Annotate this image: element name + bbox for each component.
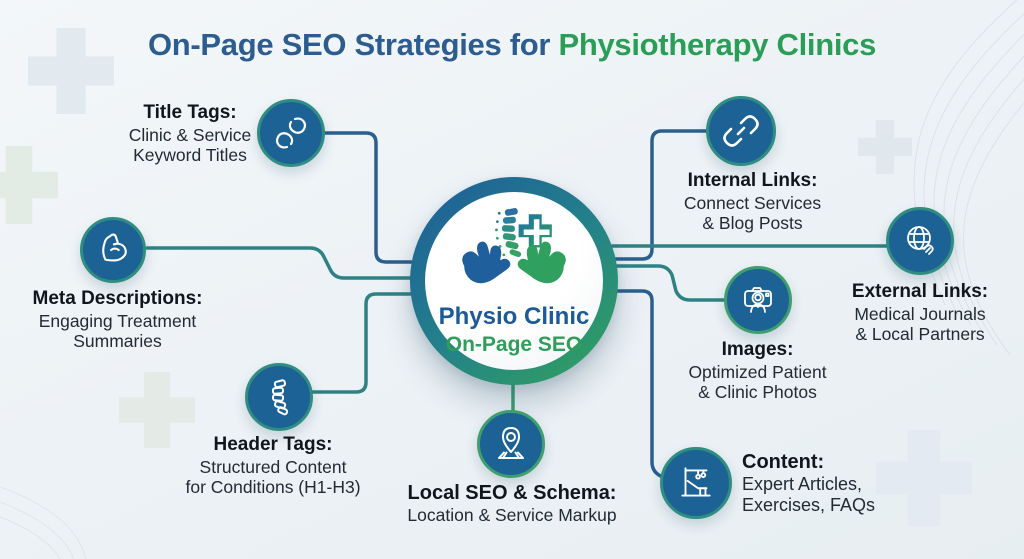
node-external-links: External Links: Medical Journals & Local… xyxy=(813,281,1024,345)
images-circle xyxy=(724,266,792,334)
node-meta-descriptions: Meta Descriptions: Engaging Treatment Su… xyxy=(10,288,225,352)
node-line: & Clinic Photos xyxy=(698,382,817,403)
right-hand xyxy=(517,241,566,284)
node-images: Images: Optimized Patient & Clinic Photo… xyxy=(645,339,870,403)
node-heading: Internal Links: xyxy=(687,170,818,191)
hub-subtitle: On-Page SEO xyxy=(445,332,583,356)
node-line: & Blog Posts xyxy=(702,213,803,234)
node-internal-links: Internal Links: Connect Services & Blog … xyxy=(640,170,865,234)
node-line: Clinic & Service xyxy=(128,124,252,145)
muscle-arm-icon xyxy=(102,233,127,262)
map-pin-icon xyxy=(498,427,524,459)
title-part-green: Physiotherapy Clinics xyxy=(558,27,877,62)
node-heading: Local SEO & Schema: xyxy=(407,482,617,504)
spine-icon xyxy=(271,379,289,416)
node-heading: Content: xyxy=(742,451,825,473)
connector-content xyxy=(615,289,667,480)
node-line: Exercises, FAQs xyxy=(742,495,876,516)
node-line: Medical Journals xyxy=(854,303,986,324)
node-line: Expert Articles, xyxy=(742,474,863,494)
node-line: & Local Partners xyxy=(855,324,985,345)
camera-patient-icon xyxy=(744,287,772,313)
connector-header-tags xyxy=(310,292,413,394)
connector-internal-links xyxy=(614,129,709,261)
content-circle xyxy=(660,447,732,519)
local-seo-circle xyxy=(477,410,545,478)
node-line: Keyword Titles xyxy=(133,145,247,166)
header-tags-circle xyxy=(245,363,313,431)
external-links-circle xyxy=(886,207,954,275)
title-part-blue: On-Page SEO Strategies for xyxy=(147,27,559,62)
node-line: Optimized Patient xyxy=(688,361,827,382)
connector-meta-descriptions xyxy=(145,246,412,280)
node-heading: Header Tags: xyxy=(213,434,333,455)
central-hub-inner: Physio Clinic On-Page SEO xyxy=(425,192,603,370)
page-title: On-Page SEO Strategies for Physiotherapy… xyxy=(0,27,1024,62)
node-line: Connect Services xyxy=(683,192,822,213)
node-heading: External Links: xyxy=(851,281,989,302)
connector-images xyxy=(615,264,726,302)
hub-title: Physio Clinic xyxy=(438,303,590,330)
physio-table-icon xyxy=(681,467,711,497)
node-title-tags: Title Tags: Clinic & Service Keyword Tit… xyxy=(85,102,295,166)
node-line: Location & Service Markup xyxy=(407,505,617,525)
left-hand xyxy=(462,241,511,284)
node-header-tags: Header Tags: Structured Content for Cond… xyxy=(148,434,398,498)
node-local-seo: Local SEO & Schema: Location & Service M… xyxy=(386,481,638,525)
node-line: Engaging Treatment xyxy=(38,310,197,331)
central-hub: Physio Clinic On-Page SEO xyxy=(410,177,618,385)
node-line: Structured Content xyxy=(199,456,347,477)
node-line: Summaries xyxy=(73,331,162,352)
globe-link-icon xyxy=(907,226,934,255)
spine-graphic xyxy=(495,208,522,258)
meta-descriptions-circle xyxy=(80,217,146,283)
connector-title-tags xyxy=(323,131,414,264)
node-heading: Images: xyxy=(721,339,794,360)
node-line: for Conditions (H1-H3) xyxy=(185,477,361,498)
chain-link-icon xyxy=(723,115,759,147)
hands-spine-cross-icon xyxy=(462,208,566,284)
medical-cross xyxy=(518,214,552,248)
title-tags-circle xyxy=(257,99,325,167)
node-heading: Title Tags: xyxy=(143,102,237,123)
node-content: Content: Expert Articles, Exercises, FAQ… xyxy=(742,450,927,516)
node-heading: Meta Descriptions: xyxy=(32,288,203,309)
knee-joint-icon xyxy=(276,117,306,149)
internal-links-circle xyxy=(706,96,776,166)
